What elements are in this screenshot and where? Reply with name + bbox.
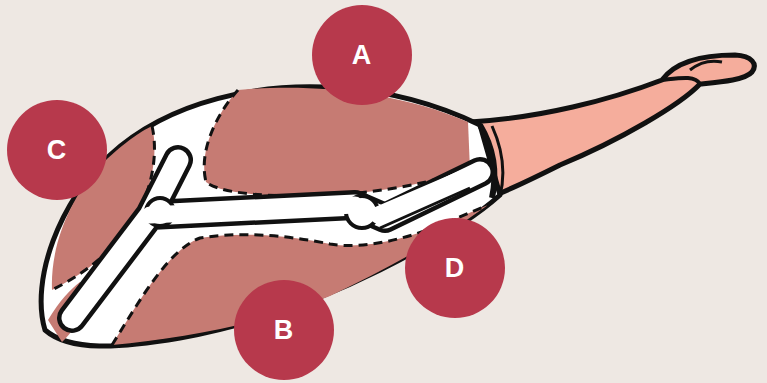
- callout-letter: B: [274, 315, 295, 346]
- callout-circle: A: [312, 5, 412, 105]
- callout-circle: C: [7, 100, 107, 200]
- hoof-line: [690, 61, 722, 70]
- shank: [470, 55, 754, 198]
- bone-fill: [150, 172, 478, 215]
- circle-fill: [405, 218, 505, 318]
- callout-circle: D: [405, 218, 505, 318]
- callout-letter: A: [352, 40, 373, 71]
- rind-band: [492, 126, 503, 196]
- circle-fill: [7, 100, 107, 200]
- rind-band: [480, 125, 494, 198]
- callout-letter: C: [47, 135, 68, 166]
- callout-letter: D: [445, 253, 466, 284]
- hoof-line: [662, 78, 700, 84]
- callout-circle: B: [234, 280, 334, 380]
- circle-fill: [234, 280, 334, 380]
- circle-fill: [312, 5, 412, 105]
